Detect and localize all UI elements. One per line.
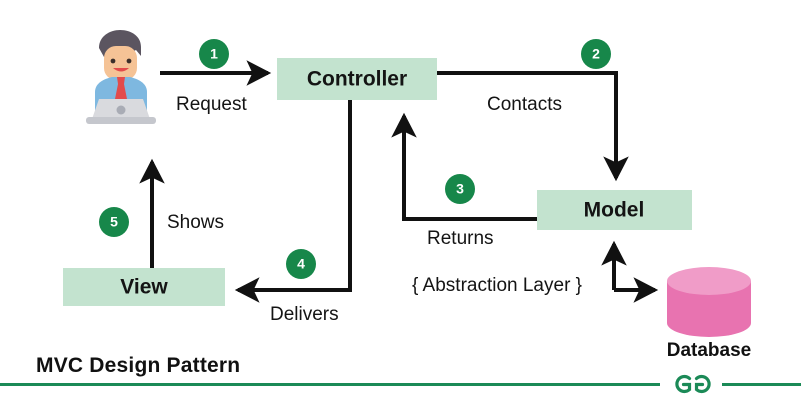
edge-contacts-arrow: [437, 71, 629, 182]
node-model-label: Model: [584, 199, 645, 222]
edge-contacts-label: Contacts: [487, 94, 562, 115]
abstraction-layer-note: { Abstraction Layer }: [412, 275, 582, 296]
geeksforgeeks-logo-icon: [675, 374, 711, 394]
footer-divider-left: [0, 383, 660, 386]
step-badge-4-number: 4: [297, 256, 305, 272]
edge-returns-label: Returns: [427, 228, 494, 249]
edge-request-label: Request: [176, 94, 247, 115]
database-icon: [667, 267, 751, 337]
step-badge-2: 2: [581, 39, 611, 69]
step-badge-1: 1: [199, 39, 229, 69]
step-badge-5-number: 5: [110, 214, 118, 230]
step-badge-4: 4: [286, 249, 316, 279]
step-badge-1-number: 1: [210, 46, 218, 62]
node-controller[interactable]: Controller: [277, 58, 437, 100]
step-badge-3: 3: [445, 174, 475, 204]
database-label: Database: [667, 340, 752, 361]
node-view-label: View: [120, 276, 168, 299]
step-badge-3-number: 3: [456, 181, 464, 197]
footer-divider-right: [722, 383, 801, 386]
edge-returns-arrow: [391, 112, 537, 221]
edge-delivers-label: Delivers: [270, 304, 339, 325]
user-at-laptop-icon: [86, 30, 156, 124]
edge-delivers-arrow: [234, 100, 352, 303]
step-badge-2-number: 2: [592, 46, 600, 62]
node-model[interactable]: Model: [537, 190, 692, 230]
node-controller-label: Controller: [307, 68, 407, 91]
page-title: MVC Design Pattern: [36, 354, 241, 377]
step-badge-5: 5: [99, 207, 129, 237]
node-view[interactable]: View: [63, 268, 225, 306]
edge-shows-label: Shows: [167, 212, 224, 233]
